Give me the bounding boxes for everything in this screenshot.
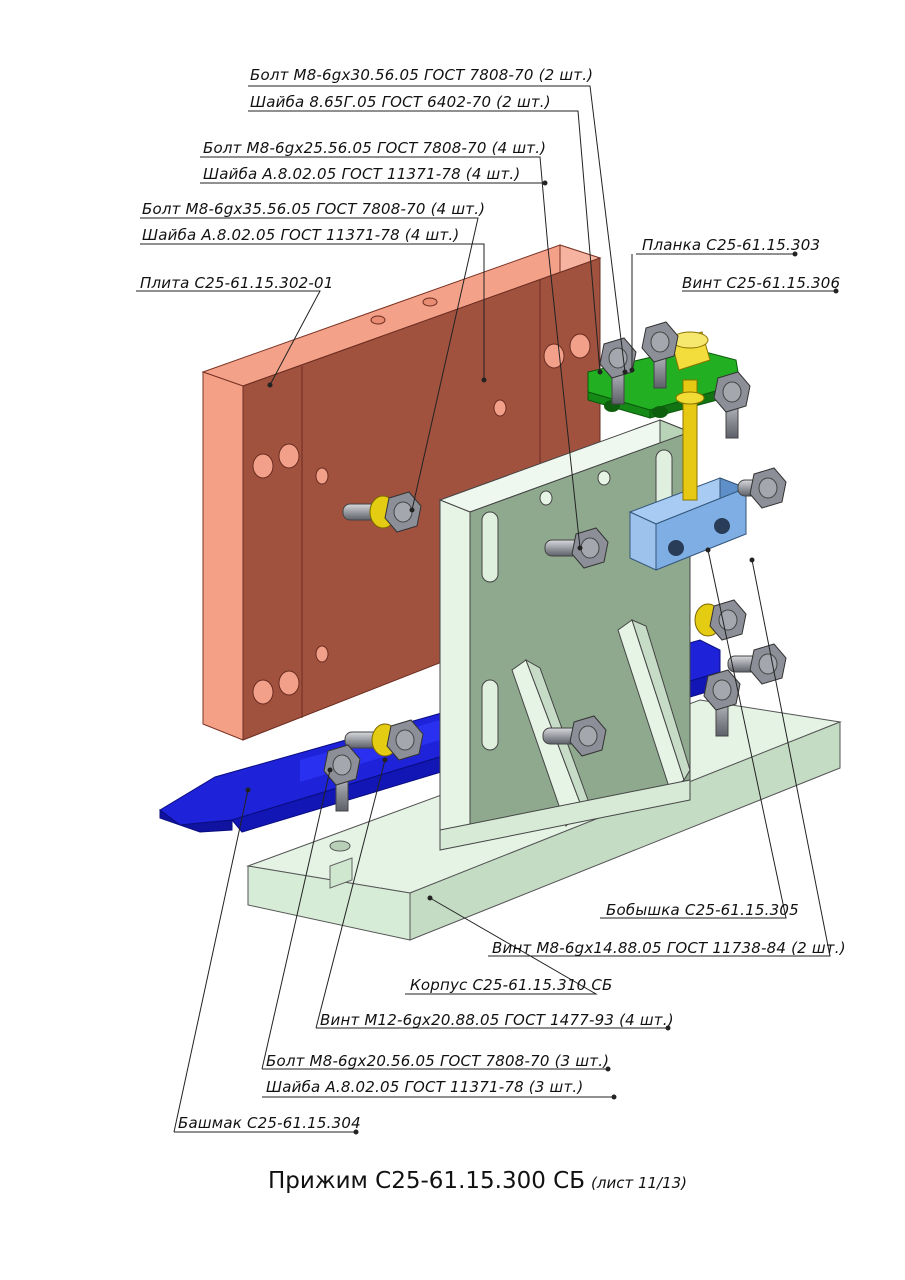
- callout-bashmak: Башмак С25-61.15.304: [178, 1114, 361, 1132]
- drawing-title: Прижим С25-61.15.300 СБ (лист 11/13): [268, 1168, 687, 1194]
- bolt-5: [737, 467, 787, 509]
- title-main: Прижим С25-61.15.300 СБ: [268, 1168, 586, 1194]
- bolt-1: [342, 491, 422, 533]
- leader-line-13: [405, 897, 598, 995]
- leader-dot: [577, 545, 583, 551]
- callout-bolt-35: Болт М8-6gх35.56.05 ГОСТ 7808-70 (4 шт.): [142, 200, 486, 218]
- leader-dot: [629, 367, 635, 373]
- leader-dot: [409, 507, 415, 513]
- leader-dot: [605, 1066, 611, 1072]
- callout-vint-m8: Винт М8-6gх14.88.05 ГОСТ 11738-84 (2 шт.…: [492, 939, 846, 957]
- leader-line-15: [315, 759, 386, 1029]
- leader-dot: [382, 757, 388, 763]
- callout-vint-306: Винт С25-61.15.306: [682, 274, 841, 292]
- leader-dot: [245, 787, 251, 793]
- leader-dot: [792, 251, 798, 257]
- leader-dot: [327, 767, 333, 773]
- bolt-3: [544, 527, 609, 569]
- callout-bolt-20: Болт М8-6gх20.56.05 ГОСТ 7808-70 (3 шт.): [266, 1052, 610, 1070]
- bolt-8: [599, 337, 637, 405]
- leader-line-7: [136, 290, 321, 386]
- callout-bolt-25: Болт М8-6gх25.56.05 ГОСТ 7808-70 (4 шт.): [203, 139, 547, 157]
- leader-line-1: [248, 85, 626, 373]
- leader-dot: [267, 382, 273, 388]
- screw-part: [670, 331, 711, 501]
- bolt-2: [344, 719, 424, 761]
- leader-dot: [749, 557, 755, 563]
- leader-line-3: [200, 156, 581, 549]
- bolt-6: [694, 599, 747, 641]
- leader-dot: [481, 377, 487, 383]
- leader-dot: [705, 547, 711, 553]
- callout-washer-865: Шайба 8.65Г.05 ГОСТ 6402-70 (2 шт.): [250, 93, 551, 111]
- title-sheet: (лист 11/13): [591, 1174, 688, 1192]
- leader-line-2: [248, 110, 601, 373]
- leader-line-5: [140, 217, 479, 511]
- bolt-11: [703, 669, 741, 737]
- leader-line-6: [140, 243, 485, 380]
- callout-korpus: Корпус С25-61.15.310 СБ: [410, 976, 613, 994]
- callout-vint-m12: Винт М12-6gх20.88.05 ГОСТ 1477-93 (4 шт.…: [320, 1011, 674, 1029]
- bolt-9: [641, 321, 679, 389]
- leader-line-12: [488, 559, 831, 957]
- callout-plate: Плита С25-61.15.302-01: [140, 274, 334, 292]
- callout-washer-a8-bot: Шайба А.8.02.05 ГОСТ 11371-78 (3 шт.): [266, 1078, 584, 1096]
- callout-washer-a8-top: Шайба А.8.02.05 ГОСТ 11371-78 (4 шт.): [203, 165, 521, 183]
- leader-line-20: [173, 789, 249, 1133]
- leader-dot: [597, 369, 603, 375]
- callout-bolt-30: Болт М8-6gх30.56.05 ГОСТ 7808-70 (2 шт.): [250, 66, 594, 84]
- callout-washer-a8-mid: Шайба А.8.02.05 ГОСТ 11371-78 (4 шт.): [142, 226, 460, 244]
- leader-dot: [542, 180, 548, 186]
- leader-line-11: [600, 549, 787, 919]
- callout-bobyshka: Бобышка С25-61.15.305: [606, 901, 799, 919]
- leader-dot: [833, 288, 839, 294]
- bolt-4: [542, 715, 607, 757]
- leader-line-17: [261, 769, 331, 1070]
- leader-dot: [427, 895, 433, 901]
- leader-dot: [665, 1025, 671, 1031]
- leader-dot: [353, 1129, 359, 1135]
- bolts-group: [323, 321, 787, 812]
- leader-dot: [611, 1094, 617, 1100]
- bolt-7: [727, 643, 787, 685]
- bolt-10: [713, 371, 751, 439]
- leader-dot: [622, 369, 628, 375]
- callout-planka: Планка С25-61.15.303: [642, 236, 821, 254]
- leader-lines: [136, 85, 839, 1135]
- bolt-12: [323, 744, 361, 812]
